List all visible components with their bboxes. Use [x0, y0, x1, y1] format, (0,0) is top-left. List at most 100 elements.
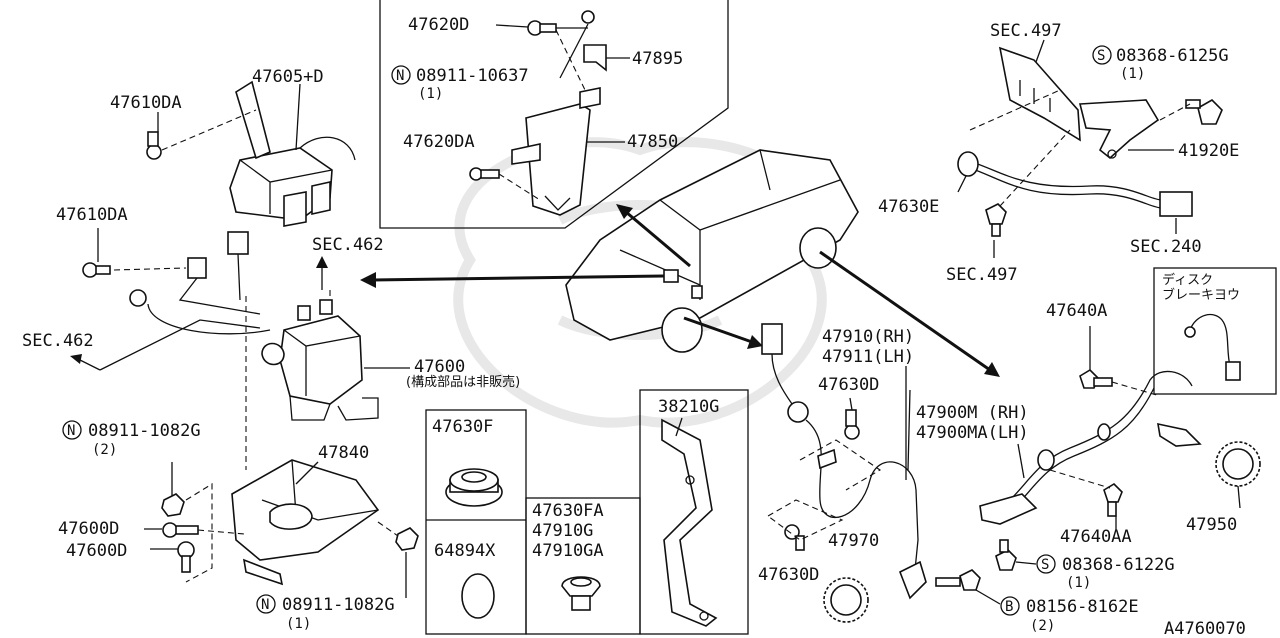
callout-n-08911-1082G-upper: N: [62, 420, 82, 440]
bolt-47620DA[interactable]: [469, 167, 500, 181]
label-47630D-lower: 47630D: [758, 565, 819, 585]
label-47910G: 47910G: [532, 521, 593, 541]
label-47895: 47895: [632, 49, 683, 69]
bolt-08156-8162E[interactable]: [935, 569, 981, 591]
label-47620DA: 47620DA: [403, 132, 475, 152]
bracket-detail-box: [379, 0, 729, 229]
label-sec-462-upper[interactable]: SEC.462: [312, 235, 384, 255]
label-08368-6122G: 08368-6122G: [1062, 555, 1175, 575]
label-38210G: 38210G: [658, 397, 719, 417]
qty-1-08911-1082G: (1): [286, 616, 311, 632]
qty-2-08911-1082G: (2): [92, 442, 117, 458]
plug-64894X[interactable]: [461, 573, 495, 619]
abs-actuator-47600[interactable]: [261, 299, 379, 421]
label-47630E: 47630E: [878, 197, 939, 217]
qty-1-08368-6122G: (1): [1066, 575, 1091, 591]
bracket-47840[interactable]: [231, 459, 380, 586]
callout-n-08911-1082G-lower: N: [256, 594, 276, 614]
label-47640A: 47640A: [1046, 301, 1107, 321]
label-sec-462-left[interactable]: SEC.462: [22, 331, 94, 351]
small-parts-box: [425, 389, 749, 635]
label-41920E: 41920E: [1178, 141, 1239, 161]
inset-title-disc: ディスク: [1162, 272, 1213, 288]
label-sec-497-upper[interactable]: SEC.497: [990, 21, 1062, 41]
bolt-47610DA-top[interactable]: [146, 131, 162, 160]
label-47600D-upper: 47600D: [58, 519, 119, 539]
callout-n-08911-10637: N: [391, 65, 411, 85]
bolt-08368-6125G[interactable]: [1185, 99, 1223, 125]
label-47640AA: 47640AA: [1060, 527, 1132, 547]
label-47850: 47850: [627, 132, 678, 152]
label-47600: 47600: [414, 357, 465, 377]
note-non-saleable-components: (構成部品は非販売): [406, 374, 520, 390]
callout-s-08368-6125G: S: [1092, 45, 1112, 65]
bolt-47630D-lower[interactable]: [784, 524, 805, 551]
bolt-47600D-lower[interactable]: [177, 541, 195, 573]
bracket-47850[interactable]: [511, 87, 601, 216]
bolt-47630D-upper[interactable]: [844, 409, 860, 440]
label-47900M-rh: 47900M (RH): [916, 403, 1029, 423]
svg-text:S: S: [1041, 557, 1049, 573]
label-47950: 47950: [1186, 515, 1237, 535]
bolt-47620D[interactable]: [527, 20, 557, 36]
label-47910-rh: 47910(RH): [822, 327, 914, 347]
label-64894X: 64894X: [434, 541, 496, 561]
bracket-38210G[interactable]: [661, 418, 718, 627]
disc-brake-inset: [1153, 267, 1277, 395]
svg-text:N: N: [67, 423, 75, 439]
label-47970: 47970: [828, 531, 879, 551]
sensor-harness-47630E[interactable]: [957, 151, 1193, 217]
bolt-08368-6122G[interactable]: [995, 539, 1017, 571]
label-47630F: 47630F: [432, 417, 493, 437]
label-47630FA: 47630FA: [532, 501, 604, 521]
label-08156-8162E: 08156-8162E: [1026, 597, 1139, 617]
qty-1-08911-10637: (1): [418, 86, 443, 102]
label-47605-D: 47605+D: [252, 67, 324, 87]
qty-2-08156-8162E: (2): [1030, 618, 1055, 634]
bracket-41920E[interactable]: [1078, 99, 1160, 160]
bolt-47640AA[interactable]: [1103, 482, 1123, 517]
nut-08911-1082G-lower[interactable]: [395, 527, 419, 551]
front-sensor-47910[interactable]: [761, 323, 927, 600]
label-47610DA-left: 47610DA: [56, 205, 128, 225]
bolt-sec-497-lower[interactable]: [985, 203, 1007, 237]
harness-bracket-sec-497[interactable]: [998, 46, 1081, 142]
inset-title-brake: ブレーキヨウ: [1162, 287, 1240, 303]
callout-s-08368-6122G: S: [1036, 554, 1056, 574]
label-sec-240[interactable]: SEC.240: [1130, 237, 1202, 257]
nut-08911-1082G-upper[interactable]: [161, 493, 185, 517]
bolt-47640A[interactable]: [1079, 368, 1113, 389]
label-08368-6125G: 08368-6125G: [1116, 46, 1229, 66]
relay-box-47605[interactable]: [229, 80, 356, 227]
grommet-47910G[interactable]: [561, 576, 601, 611]
label-47911-lh: 47911(LH): [822, 347, 914, 367]
label-47610DA-top: 47610DA: [110, 93, 182, 113]
reference-arrows: [360, 204, 1000, 377]
harness-connectors[interactable]: [147, 231, 271, 335]
sensor-rotor-47970[interactable]: [823, 577, 869, 623]
rear-sensor-47900M[interactable]: [979, 370, 1202, 525]
bolt-47610DA-left[interactable]: [82, 262, 147, 307]
svg-text:B: B: [1005, 599, 1013, 615]
grommet-47630F[interactable]: [445, 468, 503, 507]
label-47620D: 47620D: [408, 15, 469, 35]
svg-text:S: S: [1097, 48, 1105, 64]
drawing-number: A4760070: [1164, 619, 1246, 638]
label-47600D-lower: 47600D: [66, 541, 127, 561]
svg-text:N: N: [261, 597, 269, 613]
vehicle-body[interactable]: [565, 149, 859, 353]
bolt-47600D-upper[interactable]: [162, 522, 199, 538]
callout-b-08156-8162E: B: [1000, 596, 1020, 616]
svg-text:N: N: [396, 68, 404, 84]
label-47900MA-lh: 47900MA(LH): [916, 423, 1029, 443]
sensor-rotor-47950[interactable]: [1215, 441, 1261, 487]
label-sec-497-lower[interactable]: SEC.497: [946, 265, 1018, 285]
label-08911-1082G-upper: 08911-1082G: [88, 421, 201, 441]
clip-47895[interactable]: [581, 10, 607, 72]
label-47910GA: 47910GA: [532, 541, 604, 561]
label-08911-10637: 08911-10637: [416, 66, 529, 86]
label-47840: 47840: [318, 443, 369, 463]
label-08911-1082G-lower: 08911-1082G: [282, 595, 395, 615]
